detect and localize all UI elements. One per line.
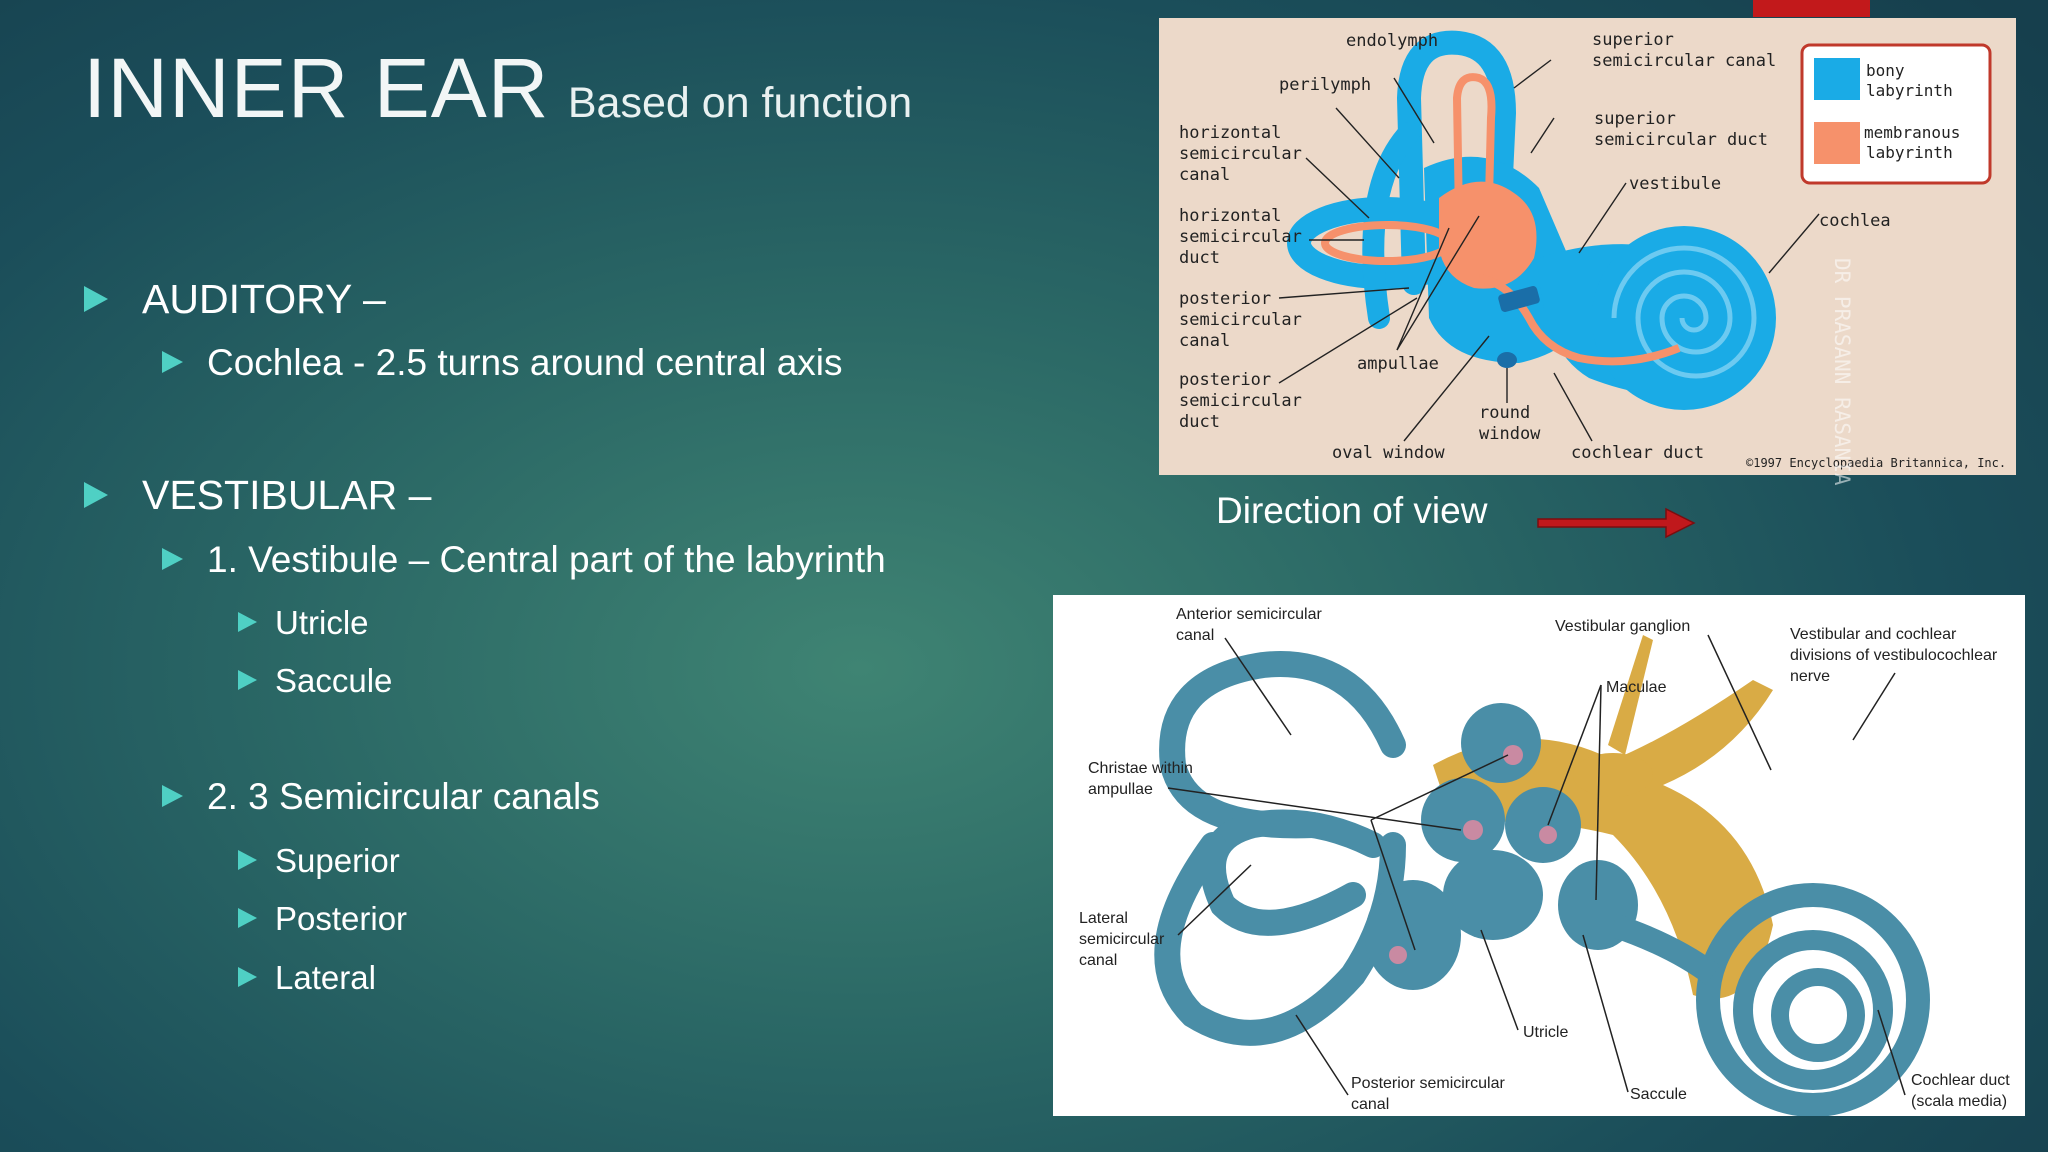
- bullet-arrow-icon: [238, 850, 257, 871]
- vestibule-bulbs: [1365, 703, 1638, 990]
- cochlea-shape: [1609, 883, 1930, 1116]
- label-divisions-1: Vestibular and cochlear: [1790, 626, 1957, 643]
- title-main: INNER EAR: [83, 41, 550, 135]
- bullet-arrow-icon: [84, 482, 108, 509]
- bullet-superior: Superior: [238, 842, 400, 880]
- label-cochlea: cochlea: [1819, 211, 1891, 231]
- label-copyright: ©1997 Encyclopaedia Britannica, Inc.: [1746, 456, 2006, 470]
- label-perilymph: perilymph: [1279, 75, 1371, 95]
- bullet-arrow-icon: [84, 286, 108, 313]
- bullet-posterior: Posterior: [238, 900, 407, 938]
- legend-membranous-2: labyrinth: [1866, 143, 1953, 162]
- author-watermark: DR PRASANN RASANIA: [1830, 258, 1854, 486]
- label-oval-window: oval window: [1332, 443, 1445, 463]
- leader-lines: [1278, 59, 1820, 442]
- legend-membranous-swatch: [1814, 122, 1860, 164]
- bullet-utricle: Utricle: [238, 604, 369, 642]
- label-round-window-2: window: [1479, 424, 1541, 444]
- label-post-canal-3: canal: [1179, 331, 1230, 351]
- legend-bony-1: bony: [1866, 61, 1905, 80]
- label-anterior-2: canal: [1176, 627, 1214, 644]
- label-post-canal-1: posterior: [1179, 289, 1271, 309]
- label-lateral-1: Lateral: [1079, 910, 1128, 927]
- label-lateral-3: canal: [1079, 952, 1117, 969]
- figure1-legend: bony labyrinth membranous labyrinth: [1800, 43, 1992, 185]
- vestibular-apparatus-illustration: Anterior semicircular canal Christae wit…: [1053, 595, 2025, 1116]
- bullet-arrow-icon: [162, 351, 183, 374]
- legend-membranous-1: membranous: [1864, 123, 1960, 142]
- bullet-arrow-icon: [162, 785, 183, 808]
- label-cochlear-duct: cochlear duct: [1571, 443, 1704, 463]
- label-horiz-canal-1: horizontal: [1179, 123, 1281, 143]
- bullet-arrow-icon: [238, 612, 257, 633]
- direction-of-view-label: Direction of view: [1216, 490, 1488, 531]
- utricle-shape: [1365, 880, 1461, 990]
- label-post-duct-2: semicircular: [1179, 391, 1302, 411]
- label-sup-duct-2: semicircular duct: [1594, 130, 1768, 150]
- label-horiz-duct-3: duct: [1179, 248, 1220, 268]
- direction-arrow-icon: [1537, 507, 1696, 539]
- label-saccule: Saccule: [1630, 1086, 1687, 1103]
- label-vestibule: vestibule: [1629, 174, 1721, 194]
- label-horiz-duct-1: horizontal: [1179, 206, 1281, 226]
- label-utricle: Utricle: [1523, 1024, 1568, 1041]
- label-horiz-canal-2: semicircular: [1179, 144, 1302, 164]
- bullet-vestibule: 1. Vestibule – Central part of the labyr…: [162, 539, 886, 581]
- bullet-arrow-icon: [238, 967, 257, 988]
- red-accent-tab: [1753, 0, 1870, 17]
- label-horiz-duct-2: semicircular: [1179, 227, 1302, 247]
- label-post-duct-1: posterior: [1179, 370, 1271, 390]
- label-cochlear-duct-2: (scala media): [1911, 1093, 2007, 1110]
- svg-text:DR PRASANN RASANIA: DR PRASANN RASANIA: [1830, 258, 1854, 486]
- label-round-window-1: round: [1479, 403, 1530, 423]
- label-lateral-2: semicircular: [1079, 931, 1165, 948]
- label-posterior-1: Posterior semicircular: [1351, 1075, 1505, 1092]
- anterior-canal: [1159, 651, 1406, 839]
- membranous-labyrinth: [1321, 73, 1681, 368]
- bullet-saccule: Saccule: [238, 662, 392, 700]
- label-horiz-canal-3: canal: [1179, 165, 1230, 185]
- bullet-arrow-icon: [162, 548, 183, 571]
- label-divisions-3: nerve: [1790, 668, 1830, 685]
- label-cristae-1: Christae within: [1088, 760, 1193, 777]
- bullet-cochlea: Cochlea - 2.5 turns around central axis: [162, 342, 843, 384]
- label-maculae: Maculae: [1606, 679, 1667, 696]
- bullet-semicircular-canals: 2. 3 Semicircular canals: [162, 776, 600, 818]
- label-anterior-1: Anterior semicircular: [1176, 606, 1322, 623]
- label-post-duct-3: duct: [1179, 412, 1220, 432]
- bullet-vestibular: VESTIBULAR –: [84, 472, 431, 519]
- labyrinth-diagram: endolymph perilymph horizontal semicircu…: [1159, 18, 2016, 475]
- vestibular-illustration-svg: Anterior semicircular canal Christae wit…: [1079, 606, 2010, 1116]
- legend-bony-2: labyrinth: [1866, 81, 1953, 100]
- leader-lines: [1167, 634, 1906, 1096]
- label-cristae-2: ampullae: [1088, 781, 1153, 798]
- bullet-arrow-icon: [238, 670, 257, 691]
- bullet-auditory: AUDITORY –: [84, 276, 386, 323]
- legend-bony-swatch: [1814, 58, 1860, 100]
- label-ampullae: ampullae: [1357, 354, 1439, 374]
- label-cochlear-duct-1: Cochlear duct: [1911, 1072, 2010, 1089]
- label-sup-canal-2: semicircular canal: [1592, 51, 1776, 71]
- label-sup-canal-1: superior: [1592, 30, 1674, 50]
- labyrinth-diagram-svg: endolymph perilymph horizontal semicircu…: [1179, 30, 2006, 470]
- label-endolymph: endolymph: [1346, 31, 1438, 51]
- bullet-lateral: Lateral: [238, 959, 376, 997]
- posterior-canal: [1154, 832, 1406, 1046]
- slide-title: INNER EAR Based on function: [83, 40, 912, 137]
- label-post-canal-2: semicircular: [1179, 310, 1302, 330]
- title-subtitle: Based on function: [567, 79, 913, 127]
- bullet-arrow-icon: [238, 908, 257, 929]
- label-posterior-2: canal: [1351, 1096, 1389, 1113]
- label-ganglion: Vestibular ganglion: [1555, 618, 1690, 635]
- label-divisions-2: divisions of vestibulocochlear: [1790, 647, 1998, 664]
- label-sup-duct-1: superior: [1594, 109, 1676, 129]
